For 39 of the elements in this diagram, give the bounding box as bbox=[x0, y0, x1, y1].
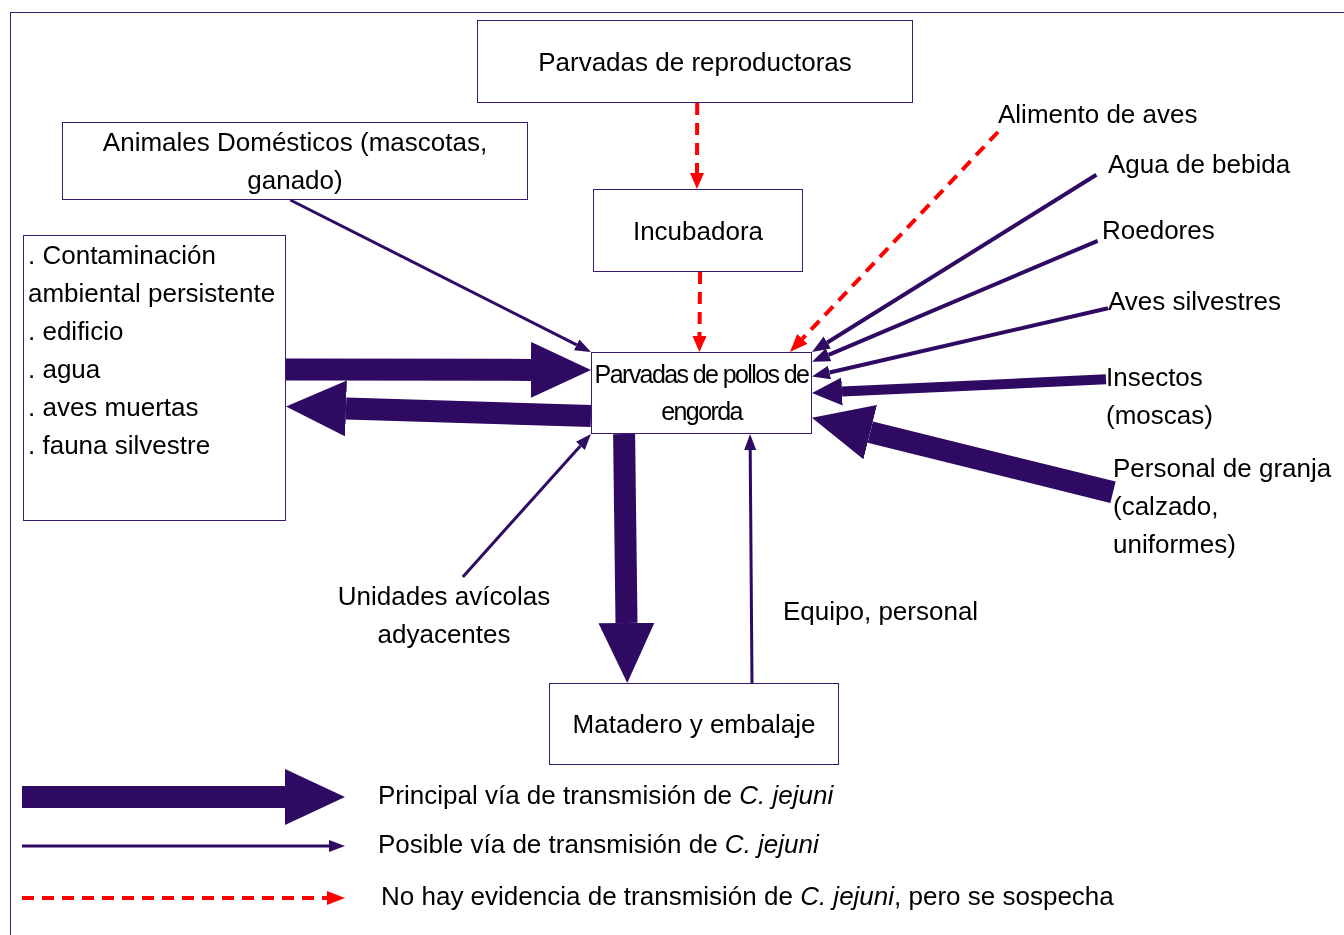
source-label: Roedores bbox=[1102, 214, 1215, 247]
legend-text: Posible vía de transmisión de C. jejuni bbox=[378, 829, 819, 860]
box-text: . fauna silvestre bbox=[28, 429, 211, 462]
arrow bbox=[692, 271, 707, 352]
arrow bbox=[690, 103, 704, 189]
box-text: Parvadas de pollos de engorda bbox=[593, 359, 810, 427]
box-text: . edificio bbox=[28, 315, 124, 348]
source-label: Aves silvestres bbox=[1108, 285, 1281, 318]
box-text: Matadero y embalaje bbox=[572, 708, 816, 741]
source-label: Alimento de aves bbox=[998, 98, 1198, 131]
process-box bbox=[591, 352, 812, 434]
arrow bbox=[598, 433, 655, 683]
arrow bbox=[812, 374, 1107, 406]
process-box bbox=[23, 235, 286, 521]
arrow bbox=[289, 198, 591, 352]
arrow bbox=[811, 306, 1109, 380]
source-label: Insectos (moscas) bbox=[1106, 361, 1214, 432]
source-label: Personal de granja (calzado, uniformes) bbox=[1113, 452, 1333, 561]
process-box bbox=[549, 683, 839, 765]
process-box bbox=[593, 189, 803, 272]
source-label: Unidades avícolas adyacentes bbox=[336, 580, 552, 651]
source-label: Agua de bebida bbox=[1108, 148, 1291, 181]
legend-text: No hay evidencia de transmisión de C. jejuni, pero se sospecha bbox=[381, 881, 1114, 912]
process-box bbox=[477, 20, 913, 103]
arrow bbox=[285, 341, 591, 398]
box-text: . aves muertas bbox=[28, 391, 199, 424]
box-text: Animales Domésticos (mascotas, ganado) bbox=[101, 126, 489, 197]
process-box bbox=[62, 122, 528, 200]
box-text: . Contaminación ambiental persistente bbox=[28, 239, 277, 310]
arrow bbox=[812, 173, 1098, 352]
arrow bbox=[744, 434, 757, 683]
box-text: Parvadas de reproductoras bbox=[538, 45, 852, 79]
legend-text: Principal vía de transmisión de C. jejuni bbox=[378, 780, 834, 811]
box-text: Incubadora bbox=[632, 214, 764, 248]
arrow bbox=[789, 130, 1000, 352]
arrow bbox=[812, 238, 1099, 362]
box-text: . agua bbox=[28, 353, 101, 386]
arrow bbox=[811, 404, 1116, 503]
arrow bbox=[461, 434, 591, 578]
